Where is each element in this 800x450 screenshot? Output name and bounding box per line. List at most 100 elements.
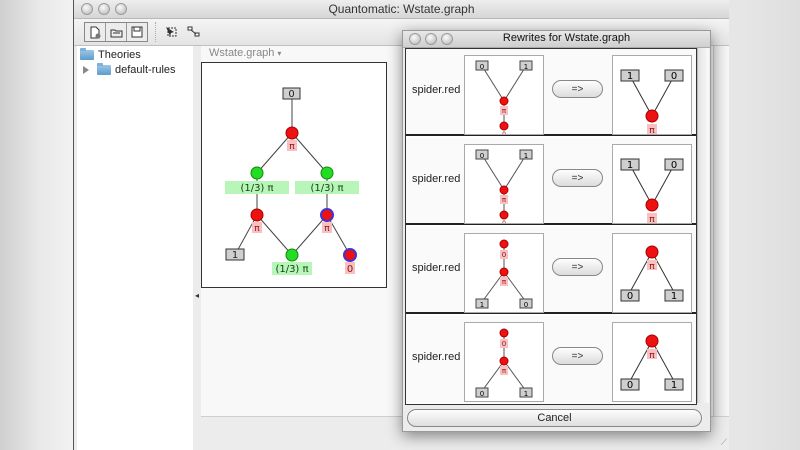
red-vertex[interactable] xyxy=(285,126,299,140)
dialog-scrollbar[interactable] xyxy=(697,48,709,403)
svg-text:0: 0 xyxy=(480,152,484,160)
resize-grip-icon[interactable]: ⟋ xyxy=(720,437,727,447)
svg-text:π: π xyxy=(502,278,507,286)
disclosure-triangle-icon[interactable] xyxy=(83,66,89,74)
svg-text:π: π xyxy=(502,196,507,204)
add-edge-icon xyxy=(187,26,200,37)
svg-text:0: 0 xyxy=(627,380,633,391)
svg-text:π: π xyxy=(502,107,507,115)
rule-rhs-graph: π 0 1 xyxy=(612,322,692,402)
vertex-angle-label: 0 xyxy=(347,264,353,275)
svg-text:1: 1 xyxy=(480,301,484,309)
main-titlebar: Quantomatic: Wstate.graph xyxy=(74,0,729,19)
new-graph-button[interactable] xyxy=(85,23,106,41)
rewrite-rule-row: spider.red 0 1 π 0 => 1 0 xyxy=(406,138,696,227)
document-tab-label: Wstate.graph xyxy=(209,47,275,59)
svg-text:π: π xyxy=(649,351,655,361)
split-pane-divider[interactable]: ◂ xyxy=(193,46,201,450)
folder-icon xyxy=(97,63,111,75)
svg-text:0: 0 xyxy=(502,251,506,259)
rule-lhs-graph: 0 1 π 0 xyxy=(464,55,544,138)
svg-text:1: 1 xyxy=(524,63,528,71)
svg-text:1: 1 xyxy=(524,390,528,398)
theory-sidebar: Theories default-rules xyxy=(77,46,194,450)
dialog-minimize-button[interactable] xyxy=(425,33,437,45)
new-document-icon xyxy=(90,26,101,38)
svg-text:0: 0 xyxy=(288,89,294,100)
svg-text:1: 1 xyxy=(524,152,528,160)
svg-text:0: 0 xyxy=(671,71,677,82)
select-tool-button[interactable] xyxy=(162,23,180,41)
document-tab[interactable]: Wstate.graph▾ xyxy=(209,47,281,59)
selected-red-vertex[interactable] xyxy=(343,248,357,262)
vertex-angle-label: π xyxy=(254,224,260,234)
svg-text:1: 1 xyxy=(627,71,633,82)
vertex-angle-label: (1/3) π xyxy=(240,183,273,194)
dialog-titlebar: Rewrites for Wstate.graph xyxy=(403,31,710,48)
vertex-angle-label: (1/3) π xyxy=(275,264,308,275)
tree-root-theories[interactable]: Theories xyxy=(80,48,141,61)
rule-lhs-graph: 0 1 π 0 xyxy=(464,144,544,227)
svg-text:π: π xyxy=(649,215,655,223)
rule-rhs-graph: 1 0 π xyxy=(612,144,692,225)
rewrite-rule-row: spider.red 0 π 0 1 => π xyxy=(406,316,696,403)
rewrites-dialog: Rewrites for Wstate.graph spider.red 0 1… xyxy=(402,30,711,432)
rewrite-list: spider.red 0 1 π 0 => 1 0 xyxy=(405,48,697,405)
selected-red-vertex[interactable] xyxy=(320,208,334,222)
zoom-window-button[interactable] xyxy=(115,3,127,15)
boundary-node-1[interactable]: 1 xyxy=(225,248,245,261)
rule-name: spider.red xyxy=(412,262,461,274)
svg-text:0: 0 xyxy=(671,160,677,171)
select-cursor-icon xyxy=(166,27,177,37)
dropdown-caret-icon: ▾ xyxy=(277,49,282,58)
rule-rhs-graph: 1 0 π xyxy=(612,55,692,136)
green-vertex[interactable] xyxy=(320,166,334,180)
file-button-group xyxy=(84,22,148,42)
apply-rewrite-button[interactable]: => xyxy=(552,258,603,276)
rule-name: spider.red xyxy=(412,84,461,96)
toolbar-separator xyxy=(155,22,156,42)
vertical-scrollbar[interactable] xyxy=(713,46,729,416)
folder-icon xyxy=(80,48,94,60)
green-vertex[interactable] xyxy=(285,248,299,262)
tree-item-default-rules[interactable]: default-rules xyxy=(83,63,176,76)
boundary-node-0[interactable]: 0 xyxy=(282,87,301,100)
split-grip-icon: ◂ xyxy=(195,291,200,300)
svg-text:0: 0 xyxy=(502,131,506,134)
cancel-button[interactable]: Cancel xyxy=(407,409,702,427)
dialog-title: Rewrites for Wstate.graph xyxy=(502,32,631,44)
svg-text:π: π xyxy=(649,262,655,272)
rule-name: spider.red xyxy=(412,173,461,185)
rewrite-rule-row: spider.red 0 π 1 0 => π xyxy=(406,227,696,314)
window-title: Quantomatic: Wstate.graph xyxy=(328,2,475,16)
vertex-angle-label: (1/3) π xyxy=(310,183,343,194)
vertex-angle-label: π xyxy=(324,224,330,234)
graph-canvas[interactable]: 0 1 π (1/3) π (1/3) π π xyxy=(201,62,387,288)
svg-text:1: 1 xyxy=(232,250,238,261)
dialog-zoom-button[interactable] xyxy=(441,33,453,45)
rule-lhs-graph: 0 π 0 1 xyxy=(464,322,544,402)
dialog-close-button[interactable] xyxy=(409,33,421,45)
apply-rewrite-button[interactable]: => xyxy=(552,80,603,98)
apply-rewrite-button[interactable]: => xyxy=(552,169,603,187)
rule-rhs-graph: π 0 1 xyxy=(612,233,692,313)
svg-text:0: 0 xyxy=(480,63,484,71)
svg-text:π: π xyxy=(502,367,507,375)
open-button[interactable] xyxy=(106,23,127,41)
red-vertex[interactable] xyxy=(250,208,264,222)
green-vertex[interactable] xyxy=(250,166,264,180)
svg-text:1: 1 xyxy=(671,291,677,302)
svg-text:1: 1 xyxy=(627,160,633,171)
open-folder-icon xyxy=(110,29,122,37)
svg-text:π: π xyxy=(649,126,655,134)
rewrite-rule-row: spider.red 0 1 π 0 => 1 0 xyxy=(406,49,696,138)
rule-name: spider.red xyxy=(412,351,461,363)
close-window-button[interactable] xyxy=(81,3,93,15)
minimize-window-button[interactable] xyxy=(98,3,110,15)
save-button[interactable] xyxy=(127,23,147,41)
svg-text:0: 0 xyxy=(524,301,528,309)
edge-tool-button[interactable] xyxy=(185,23,203,41)
apply-rewrite-button[interactable]: => xyxy=(552,347,603,365)
tree-root-label: Theories xyxy=(98,49,141,61)
svg-text:0: 0 xyxy=(480,390,484,398)
